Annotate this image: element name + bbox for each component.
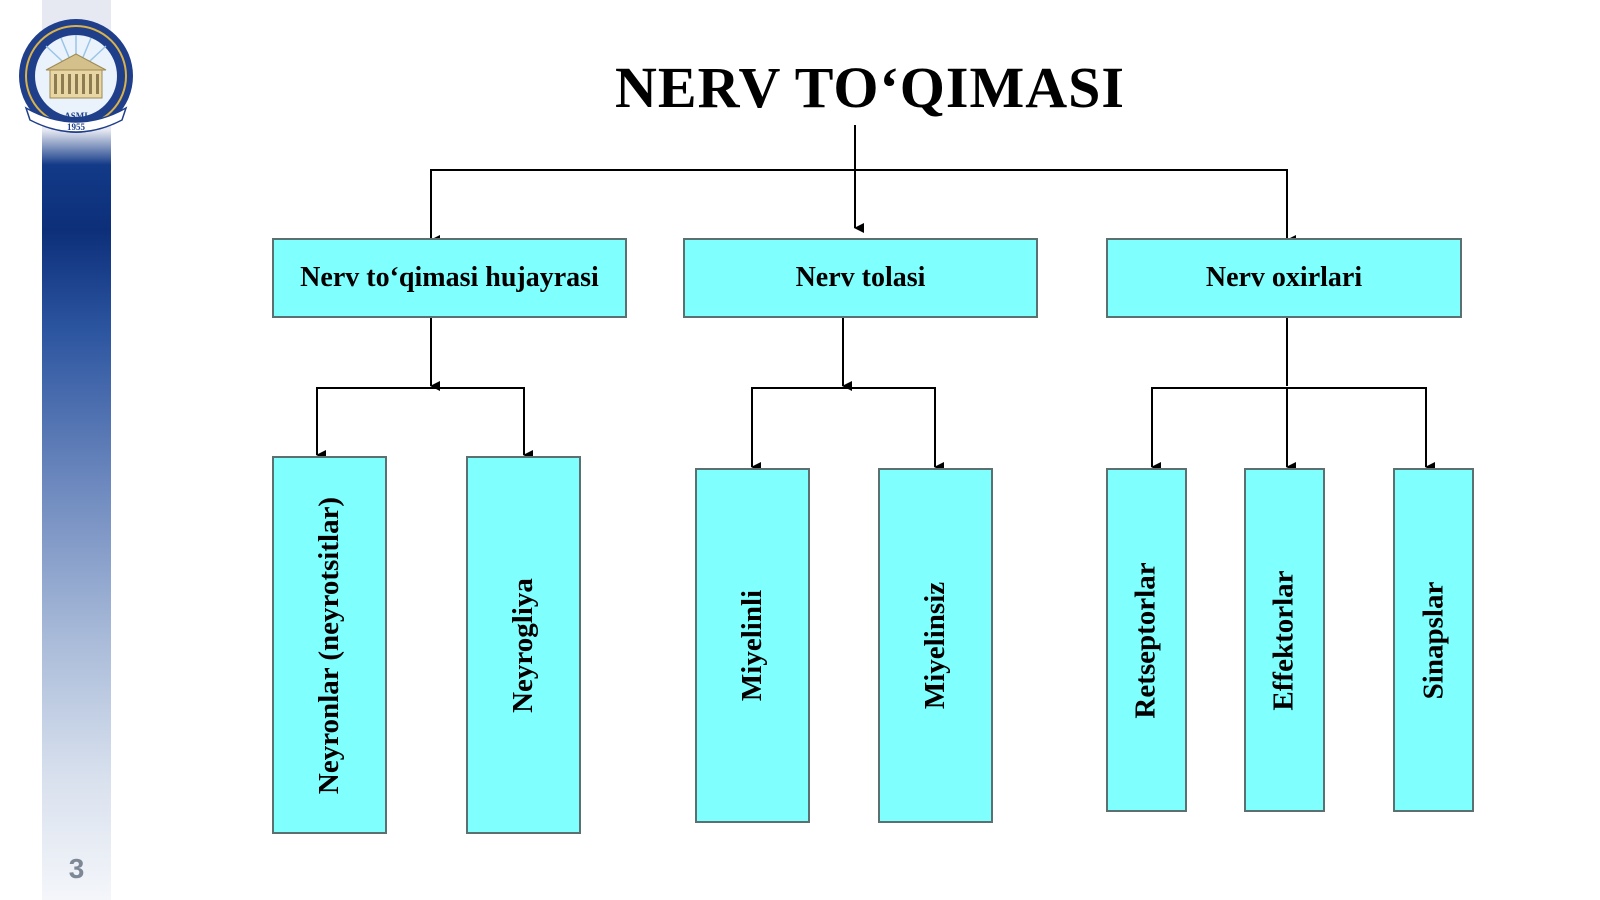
child-label: Sinapslar bbox=[1417, 581, 1450, 699]
category-label: Nerv oxirlari bbox=[1205, 262, 1363, 293]
category-box-endings: Nerv oxirlari bbox=[1106, 238, 1462, 318]
category-label: Nerv to‘qimasi hujayrasi bbox=[300, 262, 599, 293]
institute-logo: ASMI 1955 bbox=[19, 19, 133, 133]
child-label: Neyronlar (neyrotsitlar) bbox=[313, 496, 346, 794]
svg-text:ASMI: ASMI bbox=[64, 111, 88, 121]
page-number: 3 bbox=[68, 853, 85, 884]
diagram-title: NERV TO‘QIMASI bbox=[615, 55, 1125, 120]
child-label: Neyrogliya bbox=[507, 577, 539, 713]
child-label: Effektorlar bbox=[1268, 569, 1300, 711]
category-label: Nerv tolasi bbox=[795, 262, 926, 293]
child-label: Miyelinli bbox=[736, 589, 769, 702]
child-box-miyelinli: Miyelinli bbox=[695, 468, 810, 823]
child-box-neyronlar: Neyronlar (neyrotsitlar) bbox=[272, 456, 387, 834]
child-box-effektorlar: Effektorlar bbox=[1244, 468, 1325, 812]
child-label: Retseptorlar bbox=[1130, 561, 1162, 719]
child-box-sinapslar: Sinapslar bbox=[1393, 468, 1474, 812]
sidebar-gradient-strip bbox=[42, 0, 111, 900]
child-box-neyrogliya: Neyrogliya bbox=[466, 456, 581, 834]
svg-text:1955: 1955 bbox=[67, 122, 86, 132]
logo-ribbon bbox=[24, 106, 128, 133]
child-box-retseptorlar: Retseptorlar bbox=[1106, 468, 1187, 812]
child-label: Miyelinsiz bbox=[919, 581, 952, 710]
category-box-cell: Nerv to‘qimasi hujayrasi bbox=[272, 238, 627, 318]
category-box-fiber: Nerv tolasi bbox=[683, 238, 1038, 318]
child-box-miyelinsiz: Miyelinsiz bbox=[878, 468, 993, 823]
